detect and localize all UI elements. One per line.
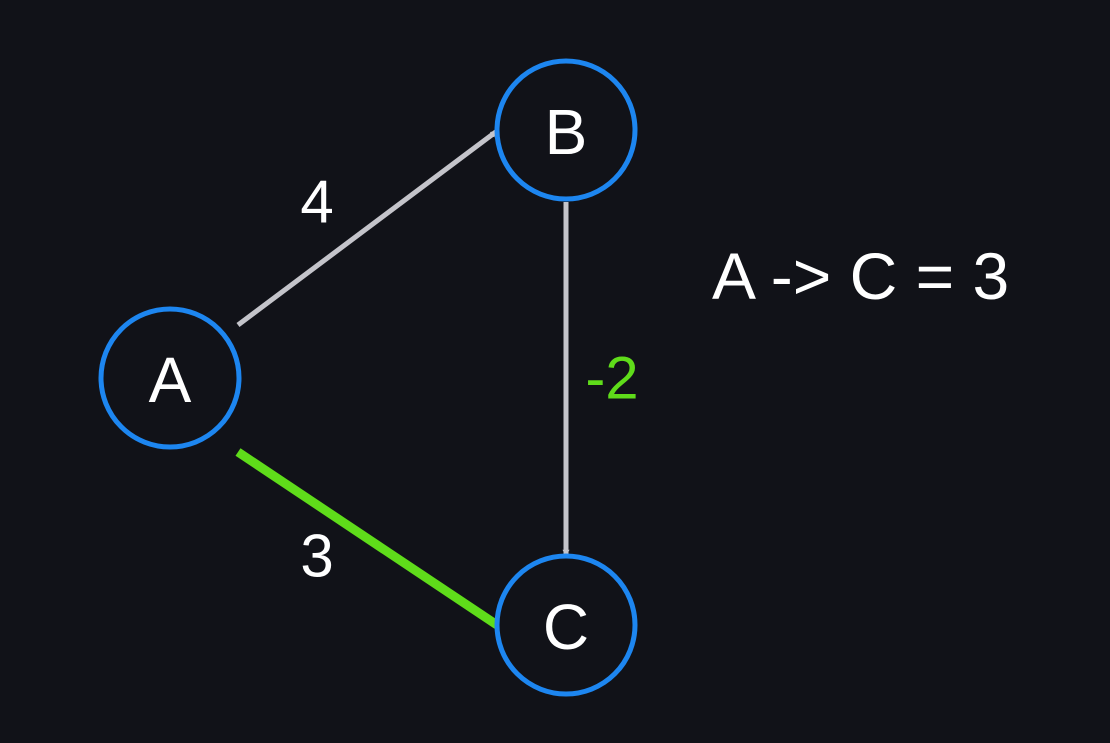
node-a: A bbox=[98, 306, 242, 450]
node-label-b: B bbox=[545, 96, 588, 168]
edge-weight-a-b: 4 bbox=[300, 169, 333, 236]
node-b: B bbox=[494, 58, 638, 202]
edge-weight-a-c: 3 bbox=[300, 523, 333, 590]
node-circle-b bbox=[494, 58, 638, 202]
node-circle-a bbox=[98, 306, 242, 450]
node-label-a: A bbox=[149, 344, 192, 416]
edge-a-b bbox=[236, 128, 499, 328]
edges bbox=[235, 128, 570, 629]
node-label-c: C bbox=[543, 591, 589, 663]
edge-a-c bbox=[235, 448, 500, 629]
node-c: C bbox=[494, 553, 638, 697]
nodes: A B C bbox=[98, 58, 638, 697]
edge-weight-b-c: -2 bbox=[585, 345, 638, 412]
edge-weights: 4 -2 3 bbox=[300, 169, 638, 590]
node-circle-c bbox=[494, 553, 638, 697]
result-label: A -> C = 3 bbox=[712, 239, 1010, 313]
